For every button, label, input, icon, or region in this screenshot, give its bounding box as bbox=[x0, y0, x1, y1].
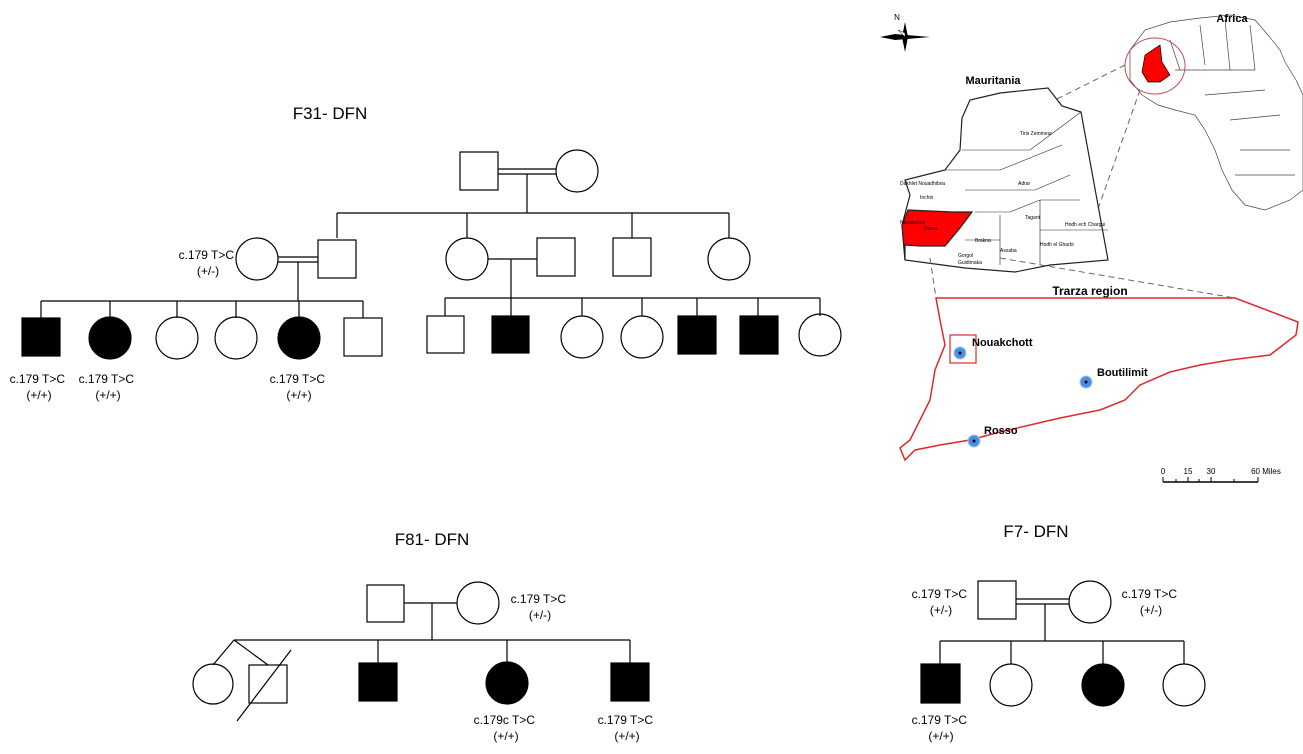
unaffected-female-symbol bbox=[620, 315, 664, 359]
affected-female-symbol bbox=[88, 316, 132, 360]
pedigree-title-f31: F31- DFN bbox=[293, 104, 368, 123]
svg-text:Dakhlet Nouadhibou: Dakhlet Nouadhibou bbox=[900, 181, 946, 187]
svg-text:Brakna: Brakna bbox=[975, 238, 991, 244]
svg-text:Hodh ech Chargui: Hodh ech Chargui bbox=[1065, 222, 1105, 228]
genotype-note: c.179 T>C (+/+) bbox=[598, 713, 657, 743]
affected-female-symbol bbox=[485, 661, 529, 705]
genotype-note: c.179 T>C (+/+) bbox=[10, 372, 69, 402]
affected-male-symbol bbox=[920, 663, 961, 704]
region-title: Trarza region bbox=[1052, 284, 1127, 298]
unaffected-female-symbol bbox=[155, 316, 199, 360]
affected-male-symbol bbox=[739, 315, 779, 355]
svg-text:Assaba: Assaba bbox=[1000, 248, 1017, 254]
unaffected-male-symbol bbox=[343, 317, 383, 357]
svg-text:0: 0 bbox=[1161, 467, 1166, 476]
svg-text:Nouakchott: Nouakchott bbox=[900, 220, 926, 226]
father-symbol bbox=[977, 580, 1017, 620]
unaffected-female-symbol bbox=[214, 316, 258, 360]
svg-text:N: N bbox=[894, 13, 900, 22]
genotype-note: c.179 T>C (+/-) bbox=[1122, 587, 1181, 617]
nouakchott-box bbox=[949, 334, 977, 364]
city-label: Boutilimit bbox=[1097, 367, 1148, 379]
affected-female-symbol bbox=[1081, 663, 1125, 707]
compass-icon: N bbox=[880, 13, 930, 52]
affected-male-symbol bbox=[677, 315, 717, 355]
genotype-note: c.179 T>C (+/-) bbox=[179, 248, 238, 278]
aunt-symbol bbox=[445, 237, 489, 281]
svg-text:Adrar: Adrar bbox=[1018, 181, 1031, 187]
svg-text:Mauritania: Mauritania bbox=[965, 75, 1021, 87]
affected-male-symbol bbox=[491, 315, 530, 354]
genotype-note: c.179c T>C (+/+) bbox=[474, 713, 539, 743]
svg-text:Tagant: Tagant bbox=[1025, 215, 1041, 221]
svg-text:Tiris Zemmour: Tiris Zemmour bbox=[1020, 131, 1052, 137]
city-label: Nouakchott bbox=[972, 337, 1033, 349]
unaffected-female-symbol bbox=[989, 663, 1033, 707]
unaffected-female-symbol bbox=[560, 315, 604, 359]
trarza-outline bbox=[899, 297, 1299, 462]
genotype-note: c.179 T>C (+/+) bbox=[79, 372, 138, 402]
svg-text:Guidimaka: Guidimaka bbox=[958, 260, 982, 266]
grandmother-symbol bbox=[555, 149, 599, 193]
city-label: Rosso bbox=[984, 425, 1018, 437]
father-symbol bbox=[366, 584, 405, 623]
svg-text:60 Miles: 60 Miles bbox=[1251, 467, 1281, 476]
scale-bar: 0 15 30 60 Miles bbox=[1161, 467, 1281, 483]
grandfather-symbol bbox=[459, 151, 499, 191]
uncle-symbol bbox=[612, 237, 652, 277]
inset-circle bbox=[1124, 37, 1186, 95]
mother-symbol bbox=[1068, 580, 1112, 624]
mauritania-map: Mauritania Tiris Zemmour Dakhlet Nouadhi… bbox=[900, 75, 1109, 273]
deceased-slash bbox=[236, 649, 292, 722]
pedigree-title-f7: F7- DFN bbox=[1003, 522, 1068, 541]
pedigree-f31: F31- DFN bbox=[21, 104, 842, 360]
pedigree-f81: F81- DFN bbox=[192, 530, 650, 722]
svg-text:Trarza: Trarza bbox=[923, 226, 937, 232]
uncle-in-law-symbol bbox=[536, 237, 576, 277]
father-symbol bbox=[317, 239, 357, 279]
svg-text:Hodh el Gharbi: Hodh el Gharbi bbox=[1040, 242, 1074, 248]
affected-male-symbol bbox=[358, 662, 398, 702]
svg-text:Gorgol: Gorgol bbox=[958, 253, 973, 259]
genotype-note: c.179 T>C (+/+) bbox=[912, 713, 971, 743]
affected-male-symbol bbox=[610, 662, 650, 702]
svg-text:Africa: Africa bbox=[1216, 13, 1248, 25]
svg-text:15: 15 bbox=[1184, 467, 1193, 476]
twin-line bbox=[212, 639, 235, 666]
svg-text:30: 30 bbox=[1207, 467, 1216, 476]
affected-male-symbol bbox=[21, 317, 61, 357]
genotype-note: c.179 T>C (+/+) bbox=[270, 372, 329, 402]
deceased-male-symbol bbox=[248, 664, 288, 704]
unaffected-female-symbol bbox=[1162, 663, 1206, 707]
twin-line bbox=[233, 639, 269, 666]
unaffected-female-symbol bbox=[798, 313, 842, 357]
affected-female-symbol bbox=[277, 316, 321, 360]
aunt-symbol bbox=[707, 237, 751, 281]
unaffected-female-symbol bbox=[192, 663, 234, 705]
unaffected-male-symbol bbox=[426, 315, 465, 354]
genotype-note: c.179 T>C (+/-) bbox=[912, 587, 971, 617]
mother-symbol bbox=[456, 581, 500, 625]
svg-text:Inchiri: Inchiri bbox=[920, 195, 933, 201]
pedigree-f7: F7- DFN bbox=[920, 522, 1206, 707]
pedigree-title-f81: F81- DFN bbox=[395, 530, 470, 549]
mother-symbol bbox=[235, 237, 279, 281]
location-map: N Africa Mauritania Tiris Zemmour Dakhle… bbox=[868, 0, 1303, 488]
genotype-note: c.179 T>C (+/-) bbox=[511, 592, 570, 622]
city-markers: Nouakchott Boutilimit Rosso bbox=[953, 337, 1148, 448]
africa-inset: Africa bbox=[1124, 13, 1303, 211]
